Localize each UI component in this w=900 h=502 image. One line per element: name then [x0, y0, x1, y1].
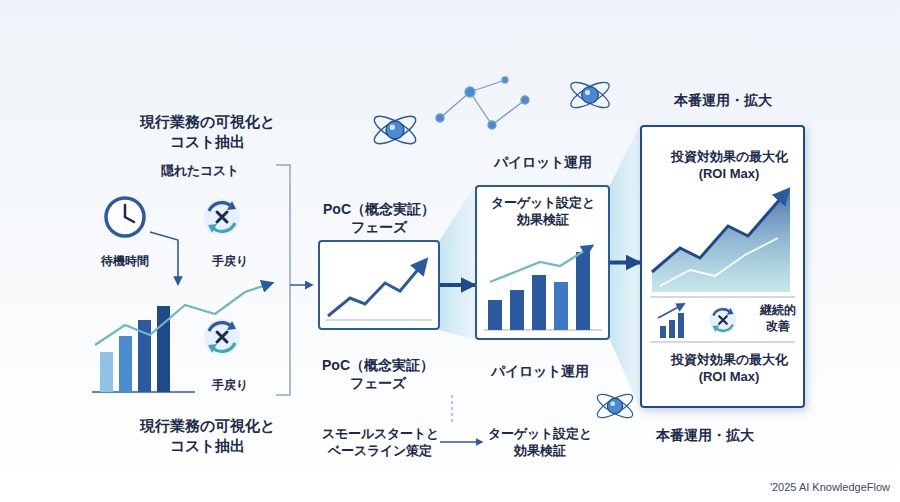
pilot-box: パイロット運用ターゲット設定と 効果検証: [475, 185, 610, 340]
box-text: 投資対効果の最大化 (ROI Max): [664, 352, 794, 386]
label: 手戻り: [195, 254, 265, 270]
production-panel: 本番運用・拡大投資対効果の最大化 (ROI Max)継続的 改善投資対効果の最大…: [640, 125, 805, 408]
pilot-chart: [484, 246, 602, 330]
label: 手戻り: [195, 378, 265, 394]
label: 隠れたコスト: [150, 163, 250, 180]
box-text: 投資対効果の最大化 (ROI Max): [664, 149, 794, 183]
rework-icons: [204, 199, 240, 355]
molecule-network: [436, 77, 529, 129]
improve-icons: [658, 304, 737, 338]
box-text: ターゲット設定と 効果検証: [481, 195, 604, 229]
clock-icon: [106, 198, 144, 236]
label: 現行業務の可視化と コスト抽出: [115, 416, 300, 455]
stage-heading: パイロット運用: [467, 153, 618, 171]
poc-box: PoC（概念実証） フェーズ: [318, 240, 440, 330]
stage-heading: 本番運用・拡大: [630, 91, 815, 109]
label: 本番運用・拡大: [630, 426, 780, 444]
box-text: 継続的 改善: [754, 303, 802, 334]
watermark: '2025 AI KnowledgeFlow: [690, 480, 890, 494]
flow-arrow: [150, 232, 178, 284]
label: 現行業務の可視化と コスト抽出: [115, 112, 300, 151]
zoom-wedges: [440, 125, 640, 408]
flow-arrow: [610, 261, 640, 265]
poc-chart: [326, 260, 432, 320]
label: 待機時間: [85, 254, 165, 270]
label: ターゲット設定と 効果検証: [470, 426, 610, 460]
bracket: [276, 165, 312, 395]
label: スモールスタートと ベースライン策定: [300, 426, 460, 460]
cost-chart: [92, 283, 272, 392]
label: PoC（概念実証） フェーズ: [298, 356, 458, 392]
stage-heading: PoC（概念実証） フェーズ: [294, 200, 464, 236]
flow-arrow: [440, 283, 475, 287]
bottom-flow: [440, 395, 482, 442]
label: パイロット運用: [465, 362, 615, 380]
